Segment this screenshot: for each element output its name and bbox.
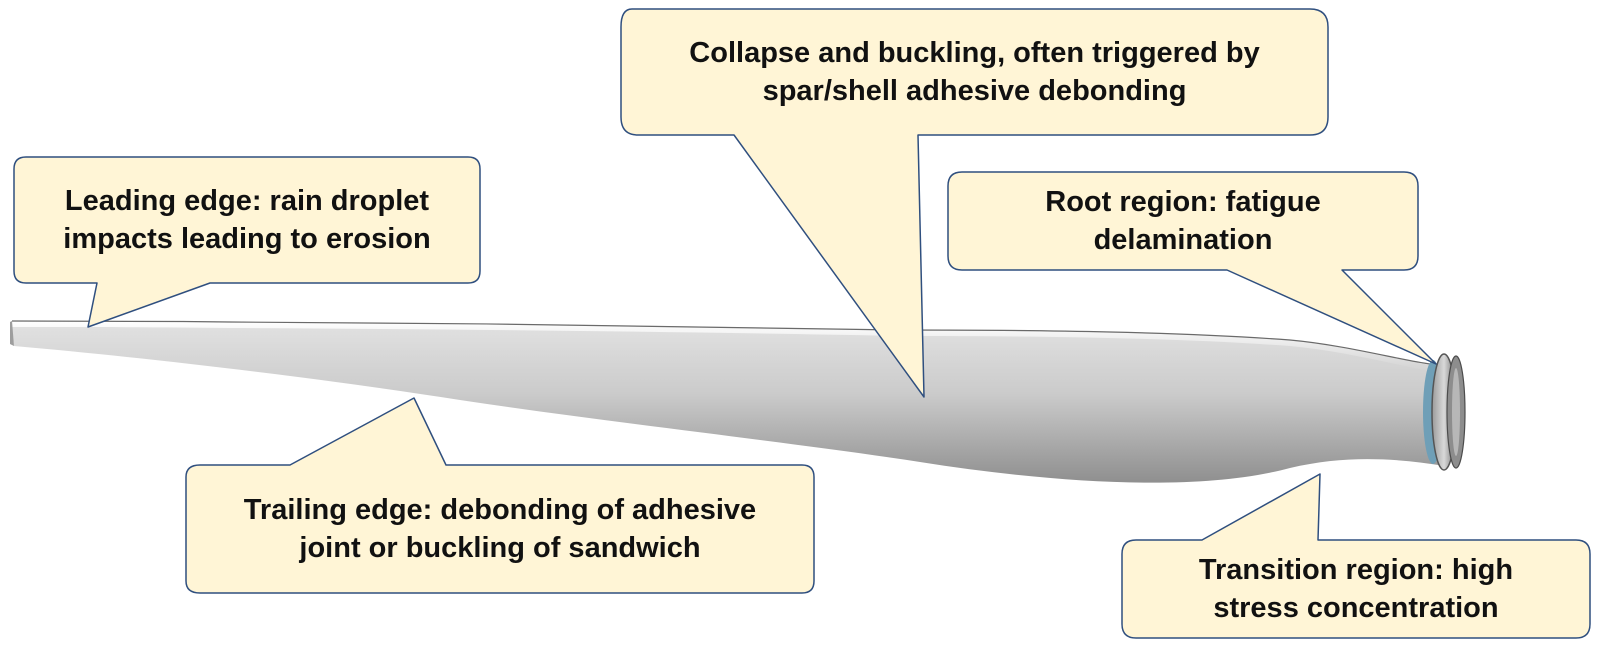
- blade-edge-line: [11, 320, 1431, 365]
- leading-edge-line1: Leading edge: rain droplet: [64, 185, 430, 217]
- trailing-edge-line2: joint or buckling of sandwich: [299, 532, 701, 564]
- leading-edge-line2: impacts leading to erosion: [63, 223, 431, 255]
- transition-region-label: Transition region: high stress concentra…: [1122, 540, 1590, 638]
- root-flange: [1423, 353, 1466, 471]
- collapse-line1: Collapse and buckling, often triggered b…: [689, 37, 1260, 69]
- collapse-label: Collapse and buckling, often triggered b…: [621, 9, 1328, 135]
- wind-turbine-blade: [10, 320, 1466, 483]
- root-region-line2: delamination: [1093, 224, 1273, 256]
- root-region-line1: Root region: fatigue: [1045, 186, 1321, 218]
- trailing-edge-line1: Trailing edge: debonding of adhesive: [243, 494, 757, 526]
- callout-transition-region: [1121, 473, 1591, 639]
- trailing-edge-label: Trailing edge: debonding of adhesive joi…: [186, 465, 814, 593]
- callout-leading-edge: [13, 156, 481, 328]
- leading-edge-label: Leading edge: rain droplet impacts leadi…: [14, 157, 480, 283]
- callout-root-region: [947, 171, 1437, 365]
- blade-top-edge: [12, 321, 1445, 374]
- callout-trailing-edge: [185, 397, 815, 594]
- blade-tip: [10, 321, 14, 346]
- collapse-line2: spar/shell adhesive debonding: [762, 75, 1187, 107]
- transition-region-line2: stress concentration: [1213, 592, 1499, 624]
- callout-collapse: [620, 8, 1329, 398]
- root-region-label: Root region: fatigue delamination: [948, 172, 1418, 270]
- blade-body: [12, 321, 1445, 483]
- transition-region-line1: Transition region: high: [1198, 554, 1514, 586]
